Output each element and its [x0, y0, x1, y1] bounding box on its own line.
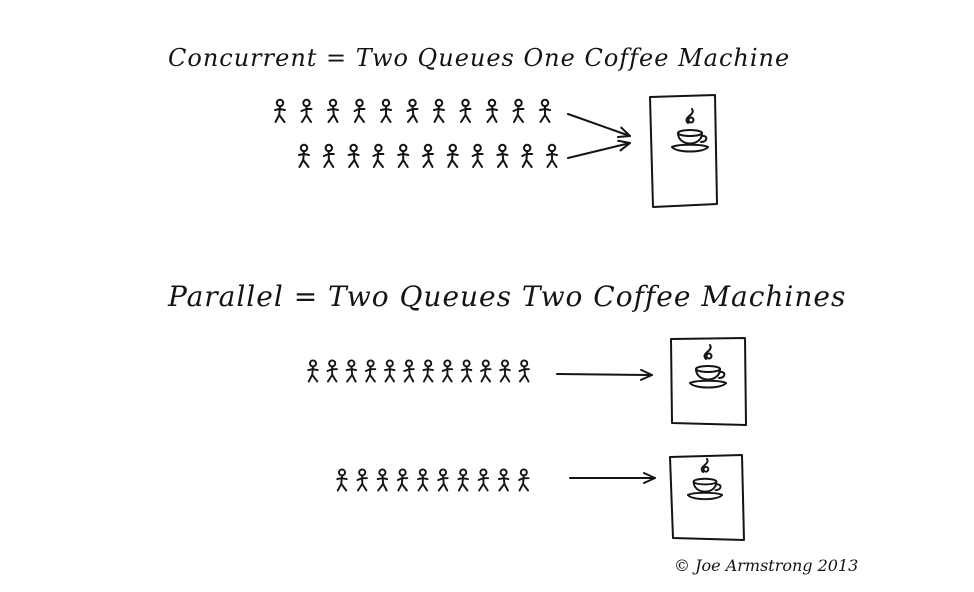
stick-figure-icon: [521, 143, 534, 168]
concurrent-coffee-machine: [649, 94, 718, 208]
parallel-queue-1: [307, 359, 530, 383]
stick-figure-icon: [384, 359, 396, 383]
stick-figure-icon: [433, 98, 445, 123]
concurrent-title: Concurrent = Two Queues One Coffee Machi…: [168, 44, 791, 72]
concurrent-queue-1: [274, 98, 551, 123]
stick-figure-icon: [457, 468, 469, 492]
stick-figure-icon: [471, 143, 484, 168]
stick-figure-icon: [298, 143, 310, 168]
stick-figure-icon: [512, 98, 525, 123]
stick-figure-icon: [300, 98, 313, 123]
stick-figure-icon: [477, 468, 490, 492]
coffee-cup-icon: [689, 344, 727, 389]
stick-figure-icon: [274, 98, 286, 123]
parallel-coffee-machine-2: [669, 454, 745, 541]
parallel-coffee-machine-1: [670, 337, 747, 426]
stick-figure-icon: [437, 468, 449, 492]
stick-figure-icon: [322, 143, 335, 168]
stick-figure-icon: [417, 468, 429, 492]
stick-figure-icon: [376, 468, 389, 492]
stick-figure-icon: [446, 143, 459, 168]
coffee-cup-icon: [671, 108, 709, 153]
parallel-arrow-1-icon: [556, 368, 653, 381]
copyright-credit: © Joe Armstrong 2013: [674, 556, 859, 575]
stick-figure-icon: [396, 468, 409, 492]
stick-figure-icon: [380, 98, 392, 123]
concurrent-arrow-1-icon: [567, 113, 631, 139]
stick-figure-icon: [356, 468, 368, 492]
stick-figure-icon: [406, 98, 419, 123]
stick-figure-icon: [307, 359, 319, 383]
stick-figure-icon: [518, 359, 530, 383]
parallel-title: Parallel = Two Queues Two Coffee Machine…: [168, 280, 847, 313]
stick-figure-icon: [327, 98, 339, 123]
stick-figure-icon: [326, 359, 338, 383]
stick-figure-icon: [480, 359, 492, 383]
stick-figure-icon: [486, 98, 498, 123]
stick-figure-icon: [460, 359, 473, 383]
stick-figure-icon: [499, 359, 511, 383]
stick-figure-icon: [539, 98, 551, 123]
concurrent-queue-2: [298, 143, 558, 168]
stick-figure-icon: [496, 143, 509, 168]
stick-figure-icon: [347, 143, 360, 168]
stick-figure-icon: [422, 143, 434, 168]
stick-figure-icon: [345, 359, 358, 383]
stick-figure-icon: [364, 359, 377, 383]
stick-figure-icon: [497, 468, 510, 492]
coffee-cup-icon: [686, 457, 724, 501]
stick-figure-icon: [372, 143, 385, 168]
stick-figure-icon: [518, 468, 530, 492]
stick-figure-icon: [397, 143, 410, 168]
stick-figure-icon: [422, 359, 434, 383]
concurrent-arrow-2-icon: [567, 139, 631, 159]
stick-figure-icon: [353, 98, 366, 123]
stick-figure-icon: [459, 98, 472, 123]
stick-figure-icon: [336, 468, 348, 492]
stick-figure-icon: [441, 359, 454, 383]
parallel-queue-2: [336, 468, 530, 492]
stick-figure-icon: [546, 143, 558, 168]
stick-figure-icon: [403, 359, 415, 383]
